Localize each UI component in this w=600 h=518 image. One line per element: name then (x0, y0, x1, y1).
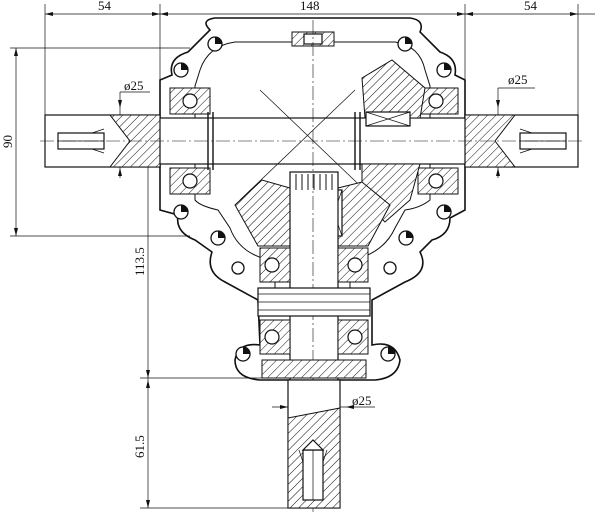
dim-right-dia: ø25 (508, 72, 528, 87)
dim-top-left: 54 (98, 0, 112, 13)
dim-top-right: 54 (524, 0, 538, 13)
dim-left-61: 61.5 (132, 435, 147, 458)
horizontal-shaft (40, 89, 585, 201)
dim-left-dia: ø25 (124, 78, 144, 93)
dim-top-center: 148 (300, 0, 320, 13)
dim-left-113: 113.5 (132, 247, 147, 276)
dimension-lines (10, 4, 595, 509)
dim-left-90: 90 (0, 135, 15, 148)
vertical-shaft (257, 20, 371, 512)
left-bearing (169, 87, 214, 195)
dim-bottom-dia: ø25 (352, 393, 372, 408)
